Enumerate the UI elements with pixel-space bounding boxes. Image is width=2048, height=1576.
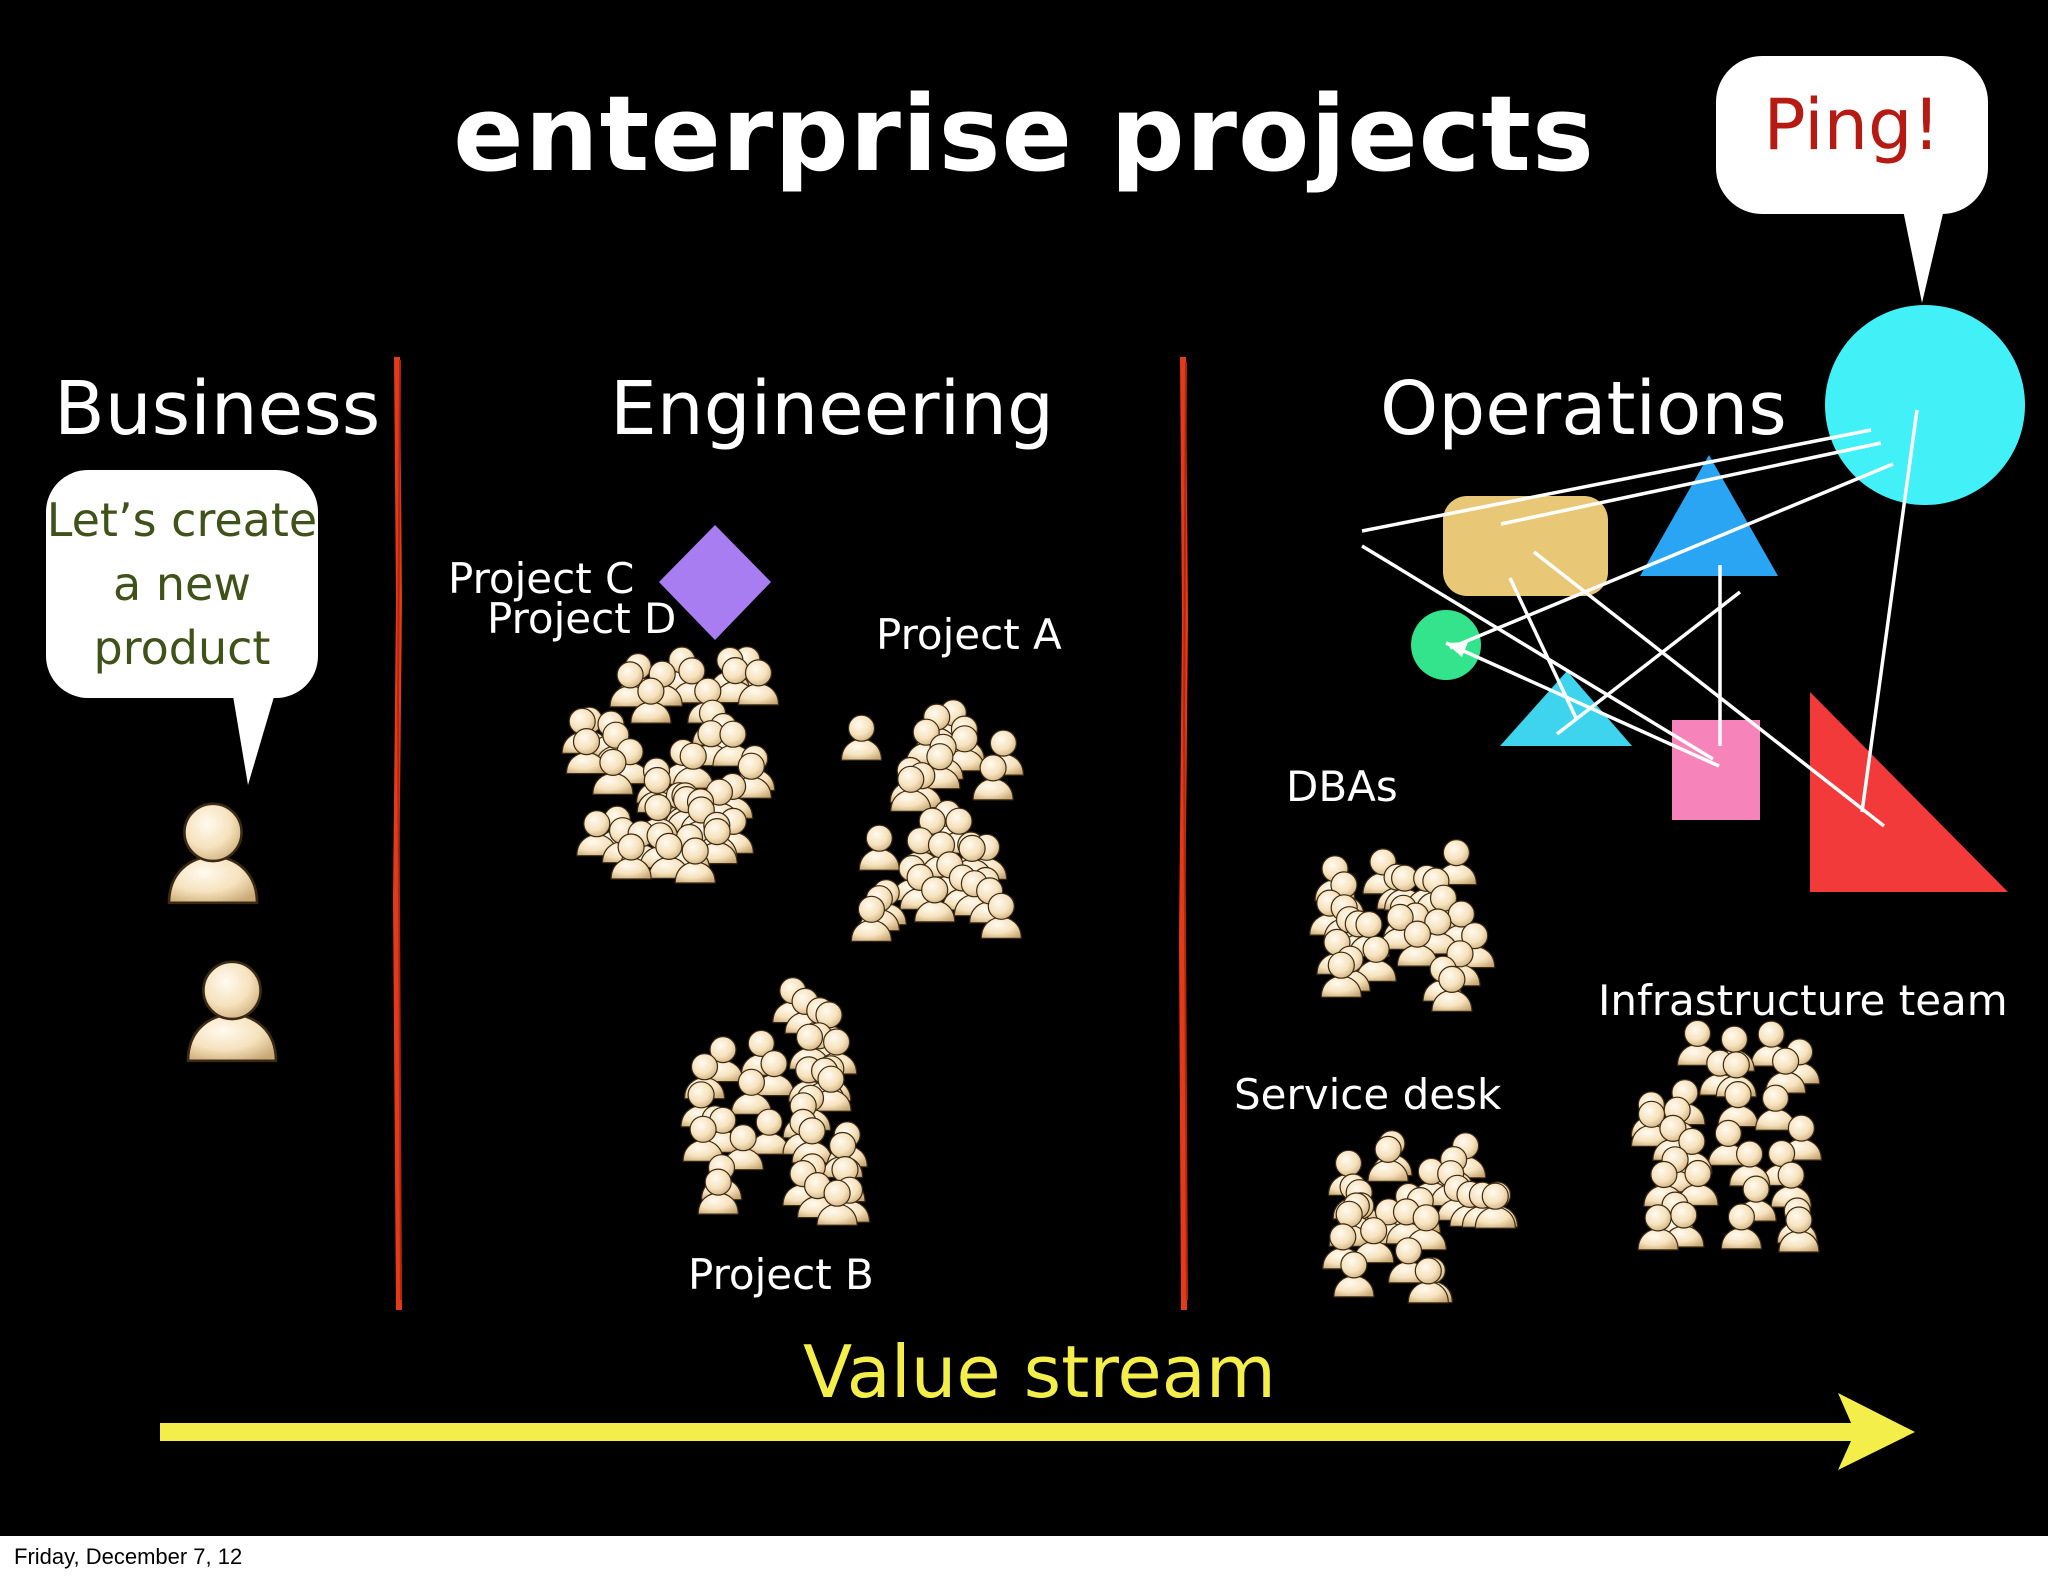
slide: enterprise projects Business Engineering… bbox=[0, 0, 2048, 1536]
service-desk-crowd bbox=[1322, 1129, 1519, 1304]
diagram-canvas bbox=[160, 205, 2025, 1470]
blue-triangle bbox=[1640, 455, 1778, 576]
business-bubble-tail bbox=[232, 690, 276, 785]
divider-engineering-operations bbox=[1178, 356, 1189, 1311]
engineering-heading: Engineering bbox=[610, 366, 1054, 452]
project-b-label: Project B bbox=[688, 1250, 874, 1299]
business-speech-bubble: Let’s create a new product bbox=[46, 470, 318, 698]
green-circle bbox=[1411, 610, 1481, 680]
slide-title: enterprise projects bbox=[453, 73, 1595, 195]
cyan-triangle bbox=[1500, 671, 1632, 746]
ping-speech-text: Ping! bbox=[1763, 84, 1941, 166]
project-d-label: Project D bbox=[487, 594, 677, 643]
value-stream-arrow bbox=[160, 1393, 1915, 1470]
project-cd-crowd bbox=[561, 646, 780, 884]
project-a-label: Project A bbox=[876, 610, 1062, 659]
infrastructure-team-crowd bbox=[1630, 1019, 1823, 1253]
divider-business-engineering bbox=[392, 356, 403, 1311]
tan-rounded-rect bbox=[1443, 496, 1608, 596]
business-speech-text: Let’s create a new product bbox=[46, 493, 318, 675]
service-desk-label: Service desk bbox=[1234, 1070, 1502, 1119]
project-b-crowd bbox=[680, 976, 871, 1226]
red-right-triangle bbox=[1810, 692, 2008, 892]
operations-heading: Operations bbox=[1380, 366, 1787, 452]
dbas-label: DBAs bbox=[1286, 762, 1398, 811]
connector-lines bbox=[1361, 409, 1919, 828]
pink-square bbox=[1672, 720, 1760, 820]
ping-speech-bubble: Ping! bbox=[1716, 56, 1988, 214]
ping-bubble-tail bbox=[1902, 205, 1945, 303]
crowd-person bbox=[840, 714, 883, 761]
footer-bar: Friday, December 7, 12 bbox=[0, 1536, 2048, 1576]
project-c-label: Project C bbox=[448, 554, 635, 603]
project-a-crowd bbox=[840, 699, 1025, 942]
infrastructure-team-label: Infrastructure team bbox=[1598, 976, 2008, 1025]
purple-diamond bbox=[659, 525, 771, 640]
value-stream-label: Value stream bbox=[803, 1330, 1276, 1414]
business-heading: Business bbox=[54, 366, 381, 452]
big-cyan-circle bbox=[1825, 305, 2025, 505]
dbas-crowd bbox=[1309, 838, 1496, 1013]
footer-date: Friday, December 7, 12 bbox=[14, 1544, 243, 1569]
arrow-head-into-green-circle bbox=[1446, 642, 1468, 657]
business-person bbox=[167, 802, 259, 905]
business-person bbox=[186, 960, 278, 1063]
crowd-person bbox=[858, 824, 900, 871]
